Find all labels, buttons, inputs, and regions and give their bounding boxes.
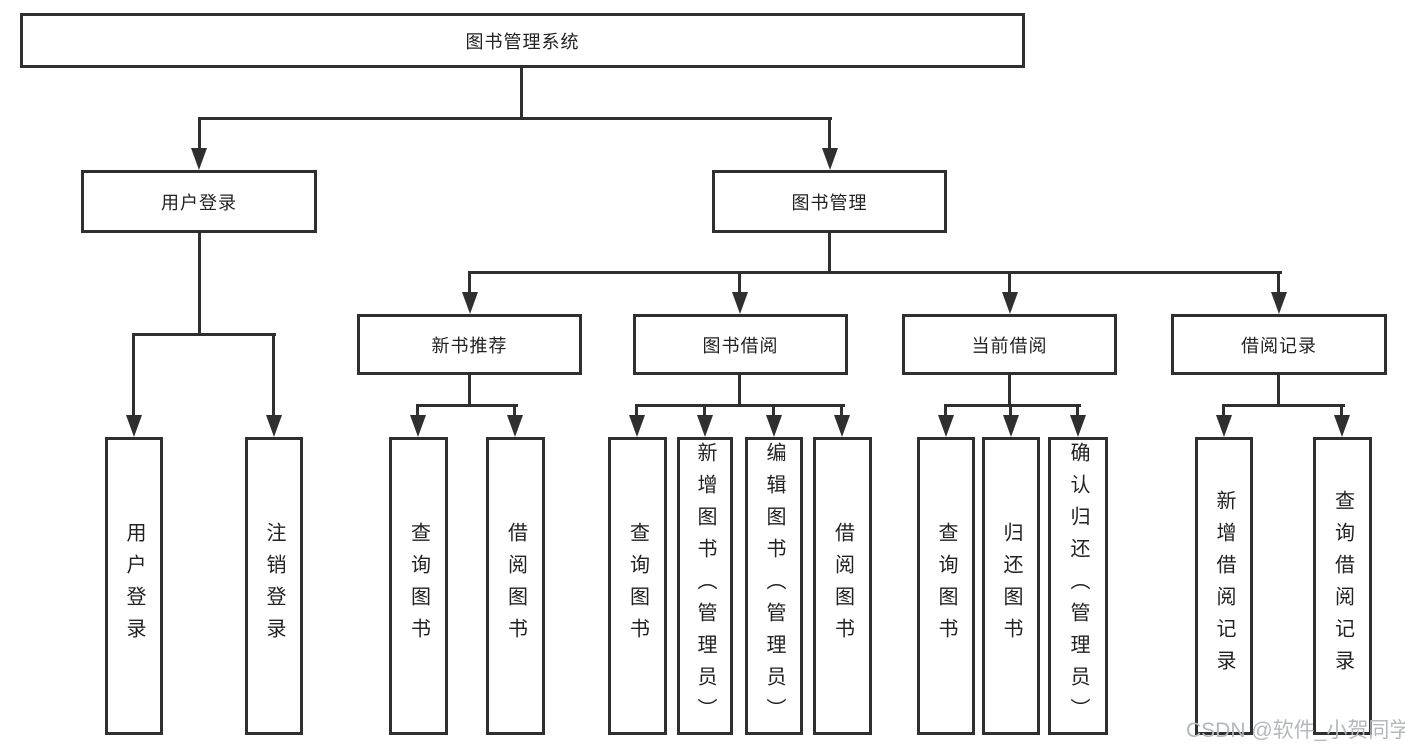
connector-line bbox=[1222, 404, 1345, 407]
arrow-down-icon bbox=[822, 148, 838, 170]
arrow-down-icon bbox=[462, 292, 478, 314]
connector-line bbox=[468, 271, 1282, 274]
leaf-user-login: 用户登录 bbox=[105, 437, 163, 735]
node-label: 查询图书 bbox=[407, 522, 430, 650]
arrow-down-icon bbox=[732, 292, 748, 314]
arrow-down-icon bbox=[507, 415, 523, 437]
node-label: 借阅图书 bbox=[831, 522, 854, 650]
connector-line bbox=[1008, 375, 1011, 407]
node-library-management-system: 图书管理系统 bbox=[20, 13, 1025, 68]
node-book-borrow: 图书借阅 bbox=[633, 314, 848, 375]
leaf-add-borrow-record: 新增借阅记录 bbox=[1195, 437, 1253, 735]
arrow-down-icon bbox=[1216, 415, 1232, 437]
leaf-query-books-current: 查询图书 bbox=[917, 437, 975, 735]
node-label: 用户登录 bbox=[161, 192, 237, 213]
node-label: 确认归还（管理员） bbox=[1067, 442, 1089, 730]
node-label: 借阅记录 bbox=[1241, 335, 1317, 356]
node-label: 新书推荐 bbox=[431, 335, 508, 356]
node-label: 查询图书 bbox=[626, 522, 649, 650]
arrow-down-icon bbox=[834, 415, 850, 437]
node-label: 图书管理 bbox=[791, 192, 868, 213]
leaf-borrow-books-recommend: 借阅图书 bbox=[486, 437, 545, 735]
arrow-down-icon bbox=[1271, 292, 1287, 314]
arrow-down-icon bbox=[1070, 415, 1086, 437]
arrow-down-icon bbox=[191, 148, 207, 170]
leaf-confirm-return-admin: 确认归还（管理员） bbox=[1048, 437, 1108, 735]
leaf-query-books-borrow: 查询图书 bbox=[608, 437, 667, 735]
node-label: 新增图书（管理员） bbox=[694, 442, 716, 730]
connector-line bbox=[738, 271, 741, 299]
leaf-return-books: 归还图书 bbox=[982, 437, 1040, 735]
connector-line bbox=[828, 117, 831, 155]
arrow-down-icon bbox=[1334, 415, 1350, 437]
arrow-down-icon bbox=[126, 415, 142, 437]
node-label: 当前借阅 bbox=[971, 335, 1048, 356]
connector-line bbox=[468, 271, 471, 299]
node-current-borrow: 当前借阅 bbox=[902, 314, 1117, 375]
node-label: 查询借阅记录 bbox=[1331, 490, 1354, 682]
connector-line bbox=[944, 404, 1081, 407]
arrow-down-icon bbox=[629, 415, 645, 437]
connector-line bbox=[635, 404, 845, 407]
connector-line bbox=[468, 375, 471, 407]
connector-line bbox=[1008, 271, 1011, 299]
arrow-down-icon bbox=[766, 415, 782, 437]
connector-line bbox=[416, 404, 518, 407]
arrow-down-icon bbox=[938, 415, 954, 437]
connector-line bbox=[520, 68, 523, 120]
connector-line bbox=[132, 333, 135, 423]
node-borrow-records: 借阅记录 bbox=[1171, 314, 1387, 375]
csdn-watermark: CSDN @软件_小贺同学 bbox=[1186, 719, 1405, 742]
connector-line bbox=[198, 233, 201, 335]
connector-line bbox=[1277, 375, 1280, 407]
node-label: 用户登录 bbox=[123, 522, 145, 650]
leaf-add-books-admin: 新增图书（管理员） bbox=[677, 437, 733, 735]
node-book-management: 图书管理 bbox=[712, 170, 947, 233]
node-new-book-recommend: 新书推荐 bbox=[357, 314, 582, 375]
leaf-borrow-books: 借阅图书 bbox=[813, 437, 872, 735]
connector-line bbox=[828, 233, 831, 274]
arrow-down-icon bbox=[697, 415, 713, 437]
connector-line bbox=[198, 117, 201, 155]
arrow-down-icon bbox=[1002, 292, 1018, 314]
node-label: 查询图书 bbox=[935, 522, 957, 650]
leaf-edit-books-admin: 编辑图书（管理员） bbox=[745, 437, 803, 735]
node-label: 借阅图书 bbox=[504, 522, 527, 650]
leaf-query-borrow-record: 查询借阅记录 bbox=[1313, 437, 1372, 735]
arrow-down-icon bbox=[1003, 415, 1019, 437]
connector-line bbox=[132, 333, 276, 336]
arrow-down-icon bbox=[410, 415, 426, 437]
connector-line bbox=[272, 333, 275, 423]
node-label: 注销登录 bbox=[263, 522, 285, 650]
leaf-logout: 注销登录 bbox=[245, 437, 303, 735]
connector-line bbox=[1277, 271, 1280, 299]
node-label: 图书管理系统 bbox=[465, 31, 580, 52]
node-label: 新增借阅记录 bbox=[1213, 490, 1235, 682]
connector-line bbox=[198, 117, 832, 120]
connector-line bbox=[738, 375, 741, 407]
node-user-login: 用户登录 bbox=[81, 170, 317, 233]
arrow-down-icon bbox=[266, 415, 282, 437]
node-label: 图书借阅 bbox=[702, 335, 779, 356]
node-label: 归还图书 bbox=[1000, 522, 1022, 650]
leaf-query-books-recommend: 查询图书 bbox=[389, 437, 448, 735]
node-label: 编辑图书（管理员） bbox=[763, 442, 785, 730]
